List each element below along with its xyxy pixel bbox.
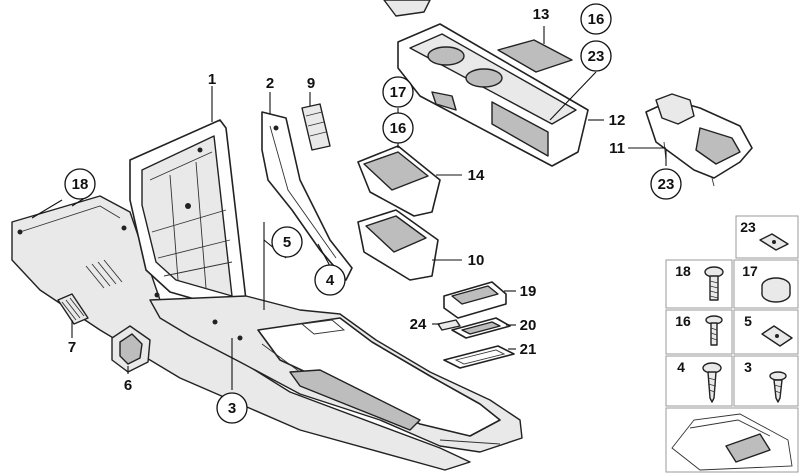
- callout-4-circle: 4: [314, 264, 346, 296]
- callout-16b: 16: [588, 11, 605, 28]
- part-9-clip: [301, 103, 331, 151]
- part-13-pad: [497, 39, 573, 73]
- part-7-slotted-trim: [57, 293, 89, 325]
- callout-21: 21: [520, 341, 537, 358]
- callout-20: 20: [520, 317, 537, 334]
- screw-18-icon: [704, 266, 724, 301]
- callout-3: 3: [228, 400, 236, 417]
- callout-23a: 23: [588, 48, 605, 65]
- callout-19: 19: [520, 283, 537, 300]
- callout-7: 7: [68, 339, 76, 356]
- fastener-label-17: 17: [742, 263, 758, 279]
- callout-14: 14: [468, 167, 485, 184]
- fastener-label-3: 3: [744, 359, 752, 375]
- callout-9: 9: [307, 75, 315, 92]
- part-2-bracket: [261, 111, 353, 281]
- clip-nut-icon: [759, 233, 789, 251]
- clip-nut-5-icon: [761, 325, 793, 347]
- vent-slots: [85, 259, 123, 289]
- callout-6: 6: [124, 377, 132, 394]
- part-top-clip: [383, 0, 431, 17]
- part-14-storage-box: [357, 145, 441, 217]
- callout-11: 11: [609, 140, 625, 157]
- screw-3-icon: [769, 371, 787, 403]
- callout-16b-circle: 16: [580, 3, 612, 35]
- callout-23b: 23: [658, 176, 675, 193]
- callout-16a: 16: [390, 120, 407, 137]
- callout-17: 17: [390, 84, 407, 101]
- fastener-label-23: 23: [740, 219, 756, 235]
- callout-24: 24: [410, 316, 427, 333]
- callout-12: 12: [609, 112, 626, 129]
- part-11-cupholder-insert: [645, 93, 753, 187]
- fastener-label-4: 4: [677, 359, 685, 375]
- fastener-label-16: 16: [675, 313, 691, 329]
- part-24-small-clip: [437, 319, 461, 331]
- cap-17-icon: [761, 277, 791, 303]
- callout-4: 4: [326, 272, 335, 289]
- callout-17-circle: 17: [382, 76, 414, 108]
- part-12-cupholder-tray: [397, 23, 589, 167]
- callout-23a-circle: 23: [580, 40, 612, 72]
- callout-1: 1: [208, 71, 216, 88]
- callout-18: 18: [72, 176, 89, 193]
- part-10-storage-tray: [357, 209, 439, 281]
- part-19-switch-block: [443, 281, 507, 319]
- callout-13: 13: [533, 6, 550, 23]
- part-20-bezel: [451, 317, 511, 339]
- callout-18-circle: 18: [64, 168, 96, 200]
- car-locator-icon: [671, 413, 793, 471]
- part-6-grommet: [111, 325, 151, 373]
- screw-4-icon: [702, 362, 722, 403]
- fastener-label-5: 5: [744, 313, 752, 329]
- callout-16a-circle: 16: [382, 112, 414, 144]
- callout-5-circle: 5: [271, 226, 303, 258]
- callout-10: 10: [468, 252, 485, 269]
- screw-16-icon: [705, 315, 723, 346]
- callout-3-circle: 3: [216, 392, 248, 424]
- fastener-grid: 23 18 17 16 5: [665, 215, 799, 473]
- callout-23b-circle: 23: [650, 168, 682, 200]
- part-21-frame: [443, 345, 515, 369]
- callout-2: 2: [266, 75, 274, 92]
- callout-5: 5: [283, 234, 291, 251]
- fastener-label-18: 18: [675, 263, 691, 279]
- center-console-body: [149, 295, 523, 453]
